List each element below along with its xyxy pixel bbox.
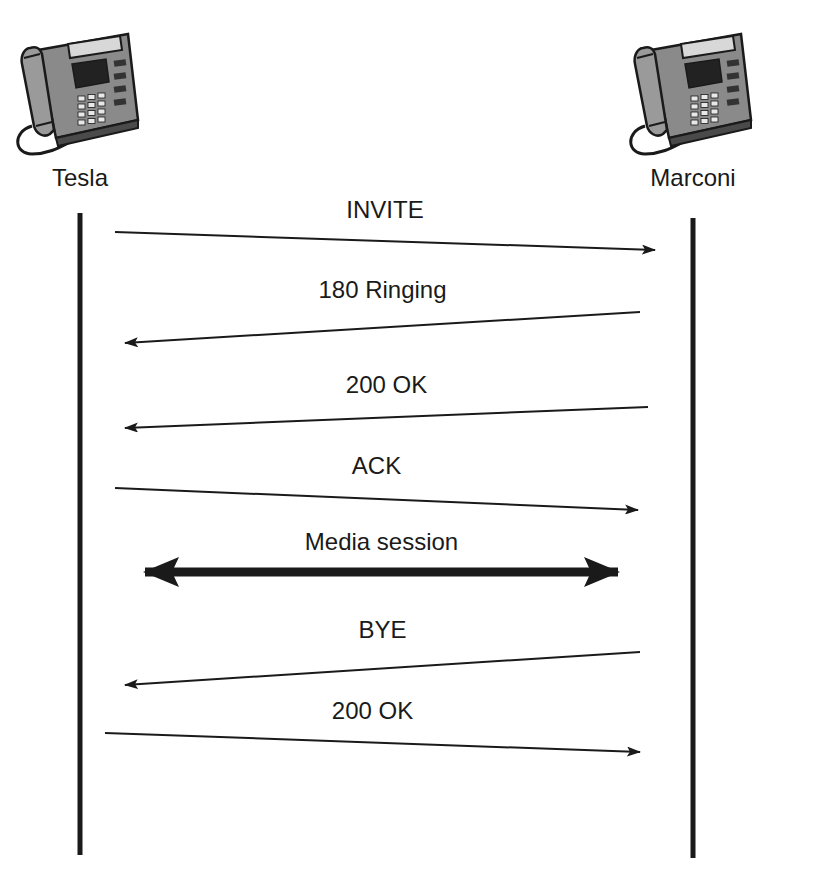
phone-node: Tesla [10,14,150,192]
message-arrow [105,733,640,752]
message-label: INVITE [343,196,426,224]
message-label: 180 Ringing [315,276,449,304]
media-arrow [145,568,618,577]
message-arrow [115,232,655,250]
message-label: 200 OK [343,371,430,399]
message-arrow [115,488,638,510]
lifeline [691,218,696,858]
message-arrow [125,312,640,343]
message-label: BYE [355,616,409,644]
message-label: ACK [349,452,404,480]
lifeline [78,213,83,855]
endpoint-name: Tesla [10,164,150,192]
message-arrow [125,407,648,428]
phone-icon [10,14,150,164]
message-arrow [125,652,640,685]
message-label: Media session [302,528,461,556]
message-label: 200 OK [329,697,416,725]
phone-icon [623,14,763,164]
endpoint-name: Marconi [623,164,763,192]
phone-node: Marconi [623,14,763,192]
